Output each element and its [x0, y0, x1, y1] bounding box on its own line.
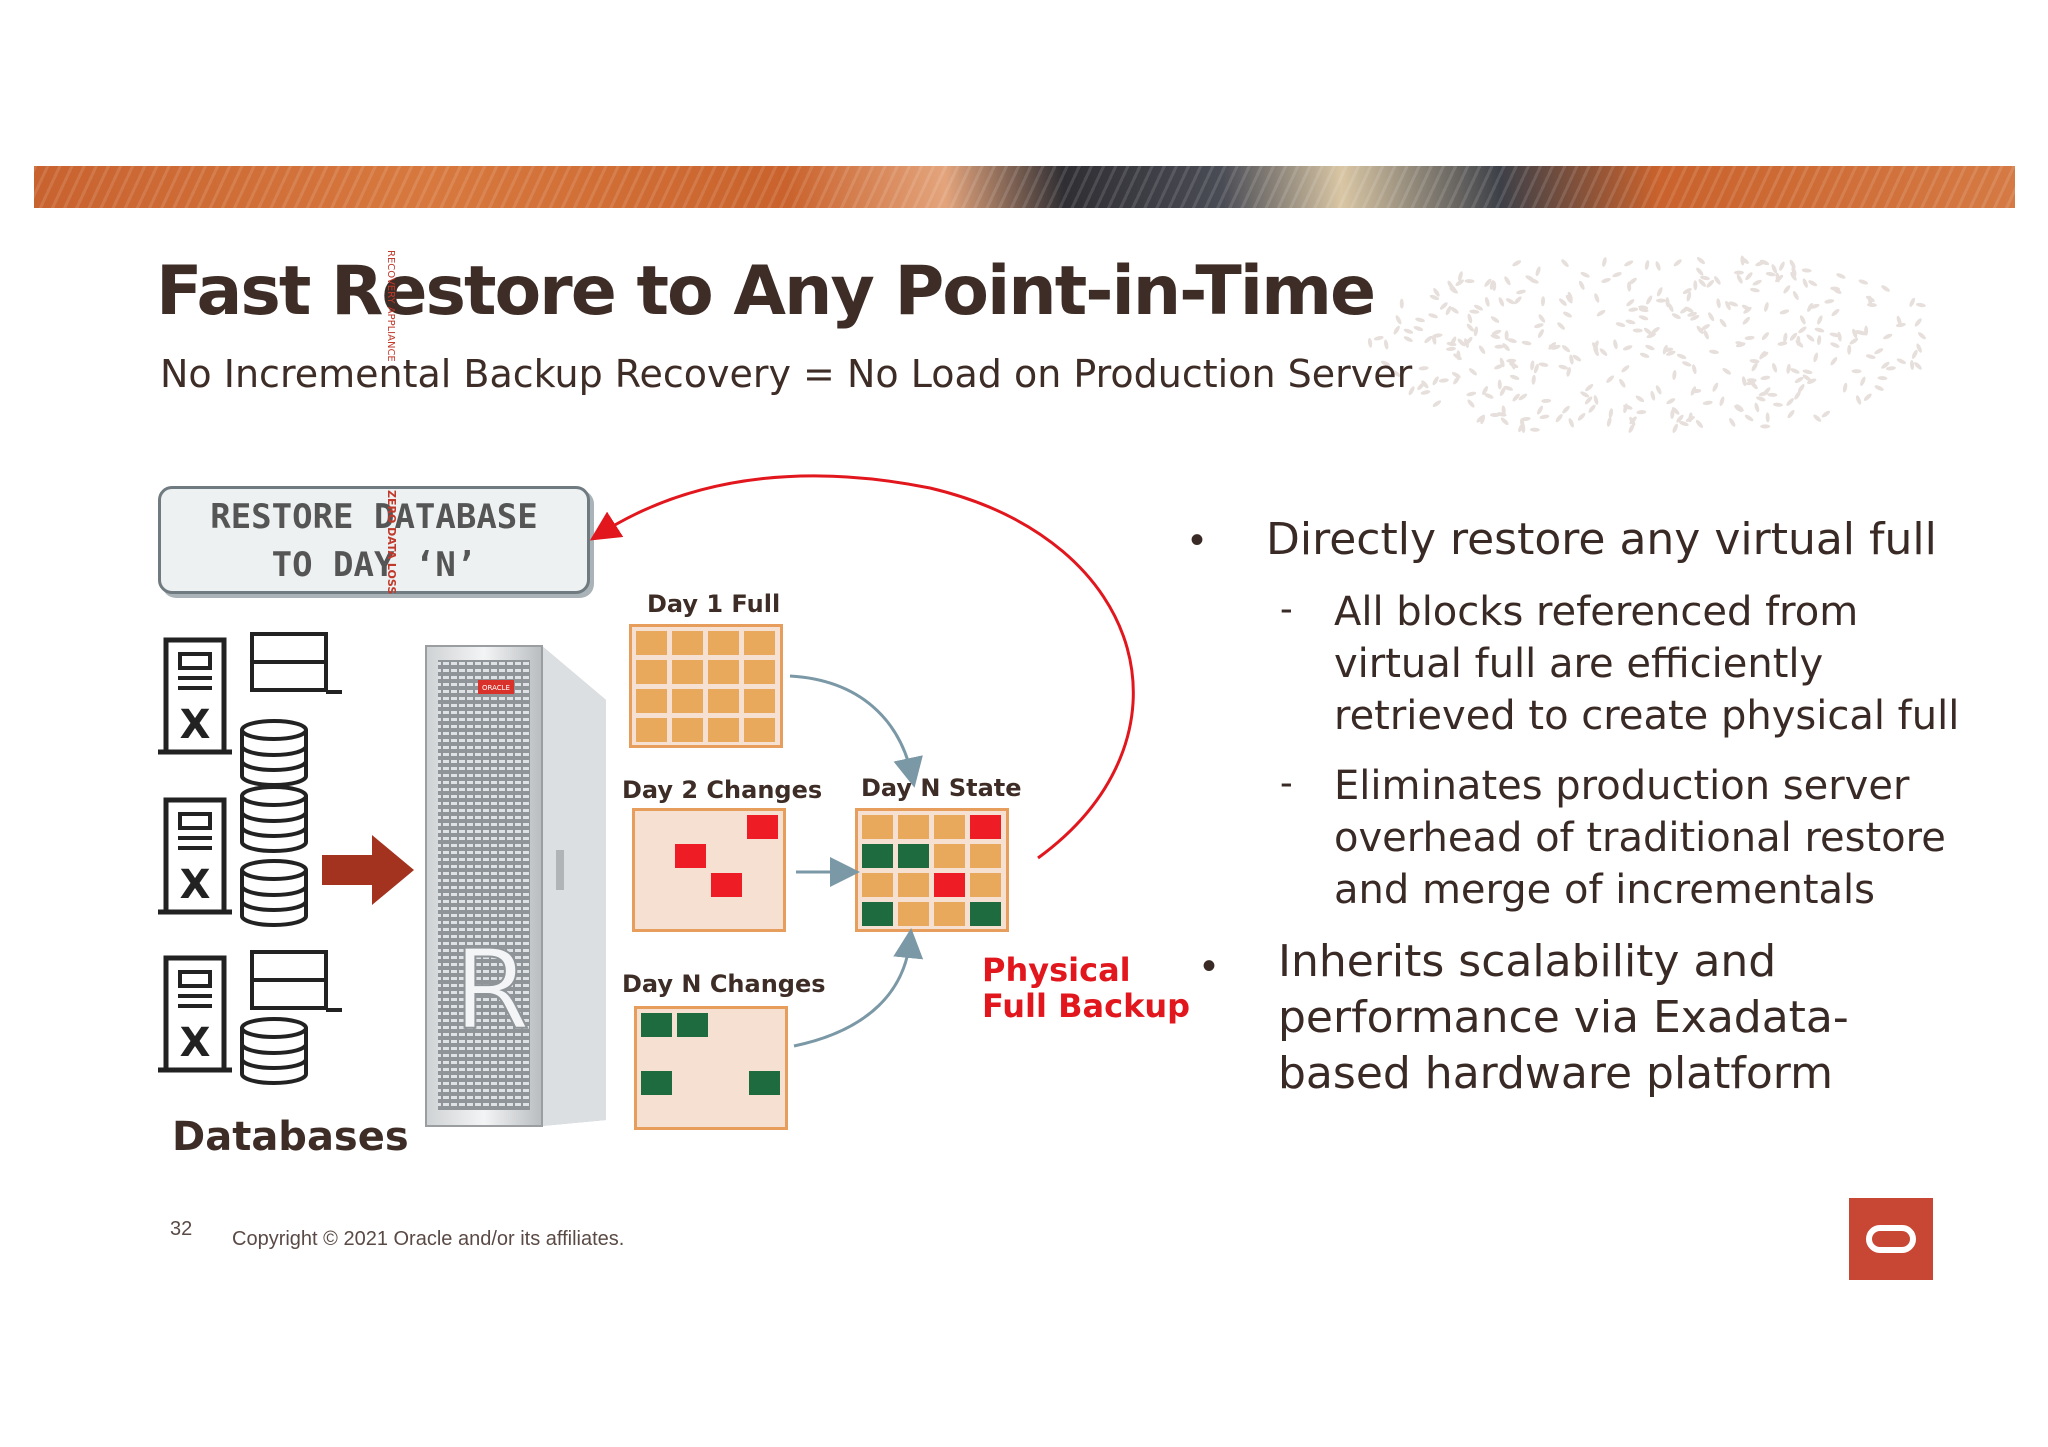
restore-command-box: RESTORE DATABASE TO DAY ‘N’	[158, 486, 590, 594]
sub-bullet-2: Eliminates production server overhead of…	[1334, 760, 1946, 916]
appliance-vendor-label: ORACLE	[482, 684, 510, 692]
sub-bullet-2-line-2: overhead of traditional restore	[1334, 815, 1946, 861]
grid-block	[708, 631, 739, 655]
sub-bullet-dash-1: -	[1280, 588, 1293, 630]
grid-block	[744, 660, 775, 684]
grid-block	[747, 815, 778, 839]
databases-icon-group: X X X	[158, 632, 342, 1085]
server-icon-2: X	[158, 785, 308, 927]
grid-block	[711, 873, 742, 897]
grid-block	[898, 815, 929, 839]
bullet-2-line-2: performance via Exadata-	[1278, 992, 1849, 1043]
sub-bullet-1-line-2: virtual full are efficiently	[1334, 641, 1824, 687]
sub-bullet-1: All blocks referenced from virtual full …	[1334, 586, 1959, 742]
physical-label-line-1: Physical	[982, 951, 1131, 989]
restore-command-line-1: RESTORE DATABASE	[210, 497, 538, 537]
dayn-changes-label: Day N Changes	[622, 970, 826, 998]
sub-bullet-dash-2: -	[1280, 762, 1293, 804]
grid-block	[744, 718, 775, 742]
grid-block	[934, 815, 965, 839]
grid-block	[970, 873, 1001, 897]
grid-block	[862, 902, 893, 926]
grid-block	[672, 631, 703, 655]
grid-block	[672, 718, 703, 742]
grid-block	[636, 718, 667, 742]
physical-label-line-2: Full Backup	[982, 987, 1191, 1025]
dayn-changes-grid	[634, 1006, 788, 1130]
bullet-dot-2: •	[1202, 944, 1217, 988]
grid-block	[677, 1013, 708, 1037]
grid-block	[744, 689, 775, 713]
grid-block	[641, 1013, 672, 1037]
server-x-mark: X	[180, 862, 211, 908]
grid-block	[636, 689, 667, 713]
oracle-logo-icon	[1866, 1225, 1916, 1253]
oracle-logo	[1849, 1198, 1933, 1280]
arrow-day1-to-state	[789, 674, 923, 788]
bullet-2-text: Inherits scalability and performance via…	[1278, 934, 1849, 1102]
grid-block	[934, 844, 965, 868]
day2-changes-grid	[632, 808, 786, 932]
grid-block	[898, 902, 929, 926]
day1-full-label: Day 1 Full	[647, 590, 781, 618]
grid-block	[898, 873, 929, 897]
appliance-r-logo: R	[454, 926, 530, 1054]
grid-block	[749, 1071, 780, 1095]
physical-full-backup-label: Physical Full Backup	[982, 952, 1190, 1024]
server-icon-1: X	[158, 637, 232, 755]
server-icon-3: X	[158, 950, 342, 1085]
server-x-mark: X	[180, 702, 211, 748]
database-icon-1	[240, 719, 308, 787]
databases-label: Databases	[172, 1114, 409, 1160]
grid-block	[708, 689, 739, 713]
sub-bullet-1-line-3: retrieved to create physical full	[1334, 693, 1960, 739]
bullet-dot-1: •	[1190, 518, 1205, 562]
grid-block	[898, 844, 929, 868]
dayn-state-label: Day N State	[861, 774, 1022, 802]
grid-block	[862, 873, 893, 897]
dayn-state-grid	[855, 808, 1009, 932]
grid-block	[672, 660, 703, 684]
copyright-notice: Copyright © 2021 Oracle and/or its affil…	[232, 1228, 625, 1250]
bullet-2-line-3: based hardware platform	[1278, 1048, 1833, 1099]
grid-block	[862, 815, 893, 839]
grid-block	[708, 660, 739, 684]
page-subtitle: No Incremental Backup Recovery = No Load…	[160, 352, 1413, 396]
grid-block	[636, 631, 667, 655]
banner-texture	[34, 166, 2015, 208]
rack-icon-1	[250, 632, 342, 694]
grid-block	[744, 631, 775, 655]
backup-flow-arrow	[322, 835, 414, 905]
grid-block	[672, 689, 703, 713]
server-x-mark: X	[180, 1020, 211, 1066]
grid-block	[708, 718, 739, 742]
appliance-side-label-top: ZERO DATA LOSS	[385, 490, 398, 594]
sub-bullet-2-line-1: Eliminates production server	[1334, 763, 1910, 809]
day1-full-grid	[629, 624, 783, 748]
bullet-2-line-1: Inherits scalability and	[1278, 936, 1777, 987]
grid-block	[934, 902, 965, 926]
restore-command-line-2: TO DAY ‘N’	[271, 545, 477, 585]
page-number: 32	[170, 1218, 193, 1240]
grid-block	[970, 902, 1001, 926]
page-title: Fast Restore to Any Point-in-Time	[156, 252, 1376, 331]
grid-block	[636, 660, 667, 684]
grid-block	[970, 844, 1001, 868]
grid-block	[862, 844, 893, 868]
sub-bullet-1-line-1: All blocks referenced from	[1334, 589, 1859, 635]
grid-block	[934, 873, 965, 897]
recovery-appliance-image: ORACLE ZERO DATA LOSS RECOVERY APPLIANCE…	[385, 250, 606, 1127]
appliance-side-label-bottom: RECOVERY APPLIANCE	[385, 250, 396, 362]
header-banner	[34, 166, 2015, 208]
grid-block	[970, 815, 1001, 839]
decorative-texture	[1367, 255, 1926, 434]
bullet-1-text: Directly restore any virtual full	[1266, 514, 1937, 565]
grid-block	[641, 1071, 672, 1095]
day2-changes-label: Day 2 Changes	[622, 776, 823, 804]
sub-bullet-2-line-3: and merge of incrementals	[1334, 867, 1875, 913]
grid-block	[675, 844, 706, 868]
